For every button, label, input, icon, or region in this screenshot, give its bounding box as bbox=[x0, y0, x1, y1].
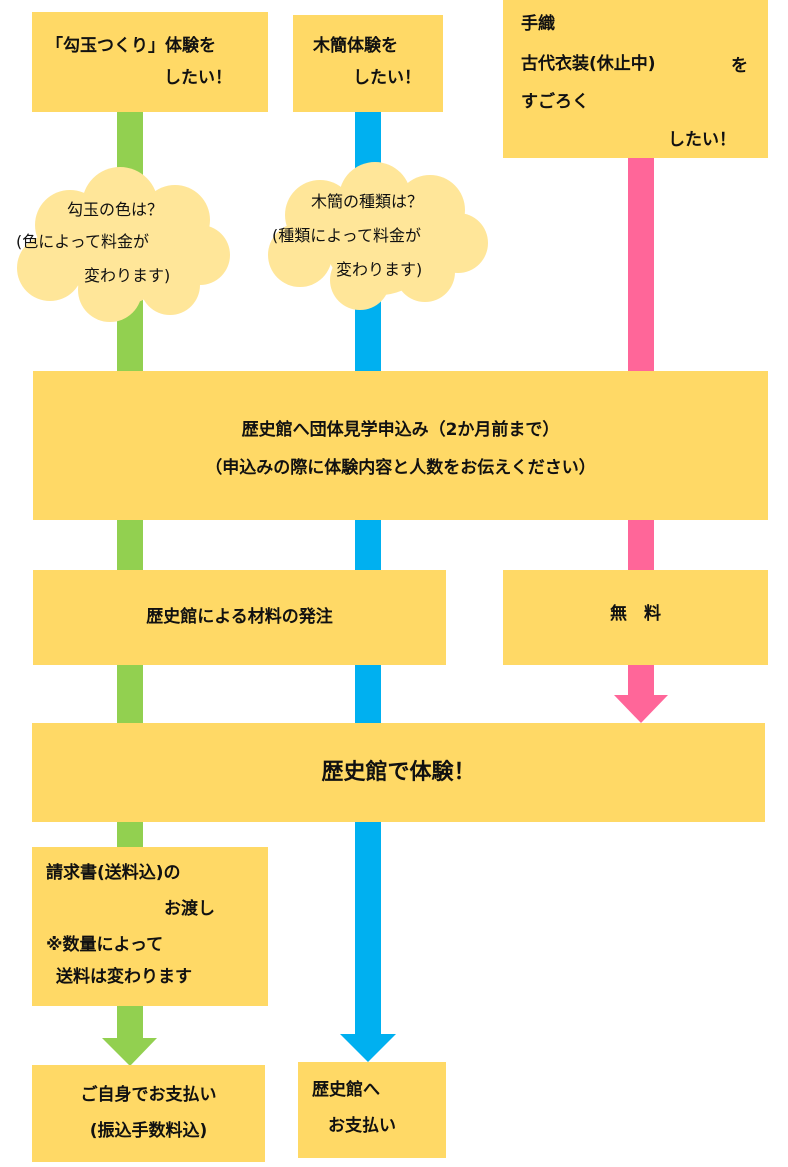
invoice-line2: お渡し bbox=[164, 899, 215, 919]
cloud-magatama-shape bbox=[17, 167, 230, 322]
pay-museum-line1: 歴史館へ bbox=[312, 1080, 380, 1100]
green-arrowhead-icon bbox=[102, 1038, 157, 1066]
others-last-line: したい！ bbox=[668, 130, 736, 150]
start-mokkan-line2: したい！ bbox=[353, 68, 421, 88]
pink-arrowhead-icon bbox=[614, 695, 668, 723]
invoice-line4: 送料は変わります bbox=[56, 967, 192, 987]
cloud-magatama-line1: 勾玉の色は？ bbox=[67, 200, 164, 219]
pay-self-line2: (振込手数料込) bbox=[89, 1121, 208, 1141]
cloud-mokkan-shape bbox=[268, 162, 488, 310]
others-item-costume: 古代衣装(休止中) bbox=[521, 54, 656, 74]
blue-arrowhead-icon bbox=[340, 1034, 396, 1062]
start-others-box: 手織 古代衣装(休止中) すごろく を したい！ bbox=[503, 0, 768, 158]
free-box: 無 料 bbox=[503, 570, 768, 665]
free-text: 無 料 bbox=[610, 604, 661, 624]
invoice-box: 請求書(送料込)の お渡し ※数量によって 送料は変わります bbox=[32, 847, 268, 1006]
start-magatama-line2: したい！ bbox=[164, 68, 232, 88]
invoice-line3: ※数量によって bbox=[46, 935, 164, 955]
cloud-mokkan-line2: (種類によって料金が bbox=[272, 226, 421, 245]
application-line1: 歴史館へ団体見学申込み（2か月前まで） bbox=[241, 420, 560, 440]
cloud-magatama-line3: 変わります) bbox=[84, 266, 171, 285]
cloud-magatama-line2: (色によって料金が bbox=[16, 232, 149, 251]
start-mokkan-line1: 木簡体験を bbox=[313, 36, 398, 56]
experience-text: 歴史館で体験！ bbox=[321, 760, 476, 785]
cloud-mokkan-line3: 変わります) bbox=[336, 260, 423, 279]
cloud-mokkan-line1: 木簡の種類は？ bbox=[311, 192, 424, 211]
start-magatama-box: 「勾玉つくり」体験を したい！ bbox=[32, 12, 268, 112]
invoice-line1: 請求書(送料込)の bbox=[46, 863, 181, 883]
pay-museum-line2: お支払い bbox=[328, 1116, 396, 1136]
others-suffix: を bbox=[731, 56, 748, 76]
start-magatama-line1: 「勾玉つくり」体験を bbox=[46, 36, 216, 56]
others-item-sugoroku: すごろく bbox=[521, 92, 589, 112]
order-text: 歴史館による材料の発注 bbox=[146, 607, 333, 627]
start-mokkan-box: 木簡体験を したい！ bbox=[293, 15, 443, 112]
application-box: 歴史館へ団体見学申込み（2か月前まで） （申込みの際に体験内容と人数をお伝えくだ… bbox=[33, 371, 768, 520]
experience-box: 歴史館で体験！ bbox=[32, 723, 765, 822]
application-line2: （申込みの際に体験内容と人数をお伝えください） bbox=[205, 458, 596, 478]
others-item-weaving: 手織 bbox=[521, 14, 555, 34]
pay-self-box: ご自身でお支払い (振込手数料込) bbox=[32, 1065, 265, 1162]
pay-museum-box: 歴史館へ お支払い bbox=[298, 1062, 446, 1158]
pay-self-line1: ご自身でお支払い bbox=[80, 1085, 217, 1105]
order-box: 歴史館による材料の発注 bbox=[33, 570, 446, 665]
